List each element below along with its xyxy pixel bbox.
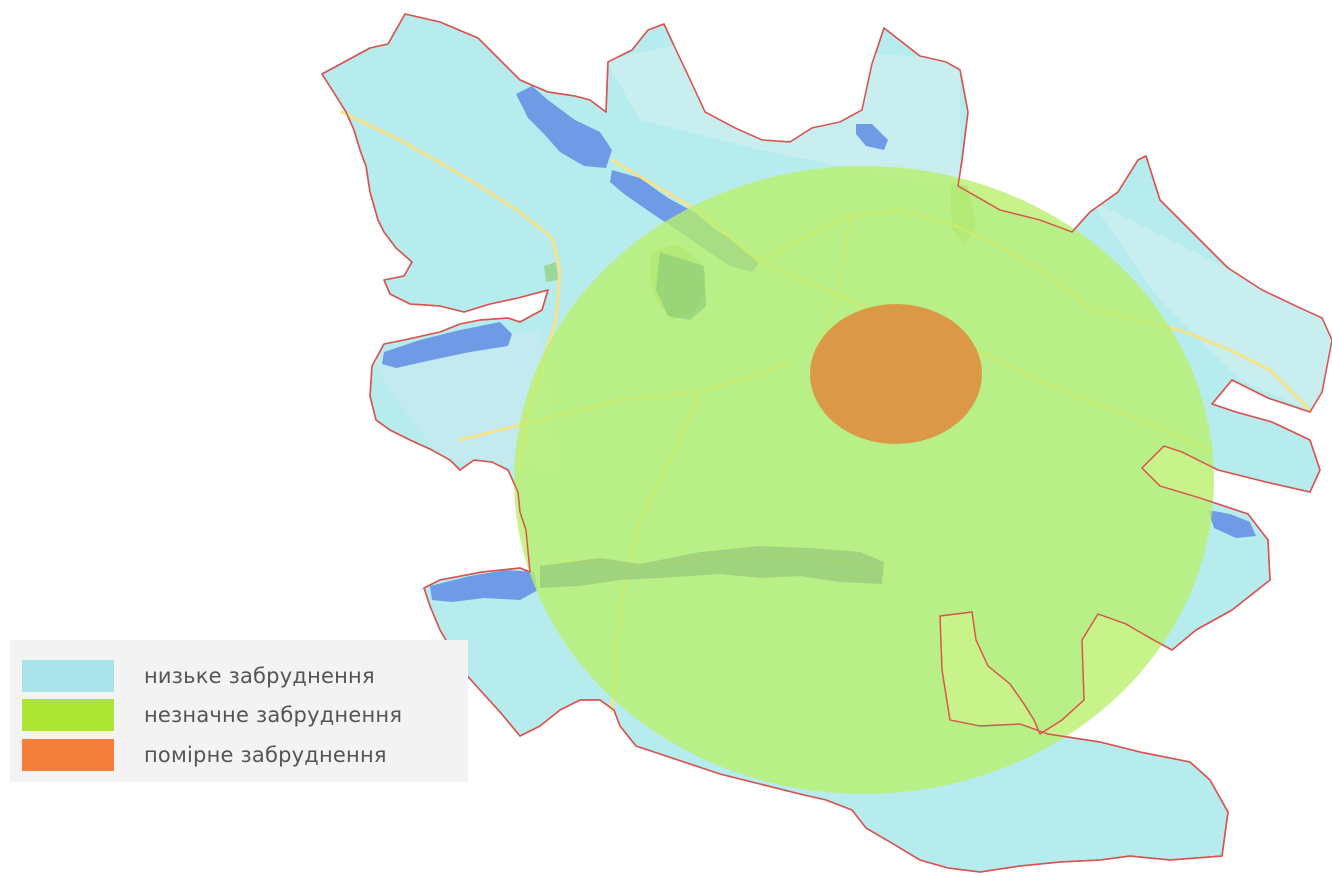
water-body — [430, 570, 538, 602]
legend-item-significant: помірне забруднення — [22, 738, 387, 772]
water-body — [516, 86, 612, 168]
forest-band — [656, 252, 706, 320]
water-body — [382, 322, 512, 368]
legend-label-moderate: незначне забруднення — [144, 703, 403, 727]
legend-label-low: низьке забруднення — [144, 664, 375, 688]
water-bodies — [382, 86, 1256, 602]
significant-pollution-zone — [810, 304, 982, 444]
legend-swatch-low — [22, 660, 114, 692]
legend-item-moderate: незначне забруднення — [22, 698, 402, 732]
legend-label-significant: помірне забруднення — [144, 743, 387, 767]
legend-item-low: низьке забруднення — [22, 659, 375, 693]
water-body — [1208, 510, 1256, 538]
legend-swatch-moderate — [22, 699, 114, 731]
forest-band — [540, 546, 884, 588]
forest-bands — [540, 252, 884, 588]
water-body — [856, 124, 888, 150]
map-legend: низьке забруднення незначне забруднення … — [10, 640, 468, 782]
moderate-pollution-zone — [514, 166, 1214, 794]
park-area — [544, 262, 558, 282]
city-boundary — [321, 13, 1332, 873]
legend-swatch-significant — [22, 739, 114, 771]
